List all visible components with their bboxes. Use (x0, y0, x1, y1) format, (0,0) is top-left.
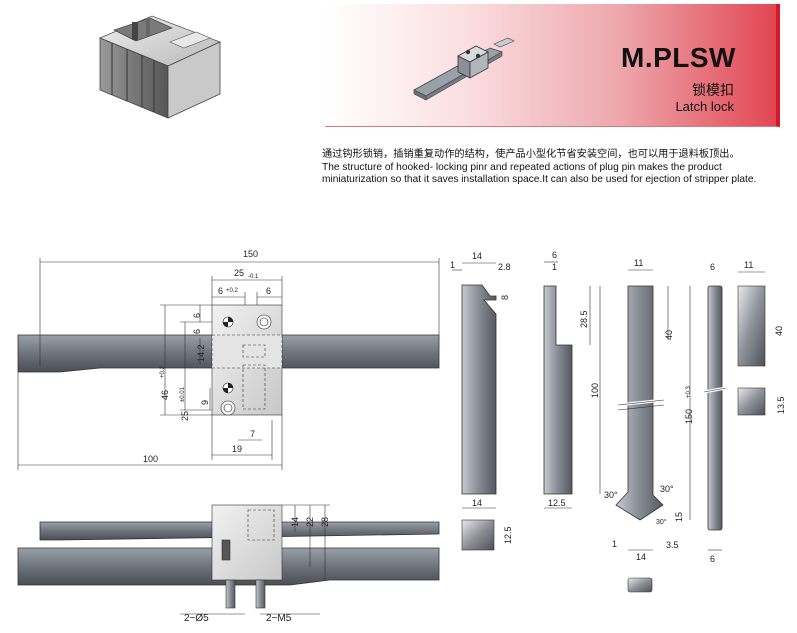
hook-side-view: 14 1 2.8 8 14 12.5 (450, 251, 513, 551)
dim-14-bottom: 14 (472, 498, 482, 508)
dim-25b-tol: ±0.01 (180, 386, 186, 402)
dim-1: 1 (450, 260, 455, 270)
technical-drawing: 150 25 -0.1 6 +0.2 6 6 6 14.2 46 +0.2 25… (17, 249, 786, 624)
product-banner: M.PLSW 锁模扣 Latch lock (325, 4, 780, 127)
mold-assembly-illustration (98, 15, 222, 119)
dim-pin-100: 100 (590, 383, 600, 398)
dim-block-40: 40 (774, 326, 784, 336)
dim-2-m5: 2−M5 (266, 613, 292, 624)
description: 通过钩形锁销，插销重复动作的结构，使产品小型化节省安装空间，也可以用于退料板顶出… (322, 149, 782, 187)
dim-pin-6: 6 (552, 250, 557, 260)
product-name-cn: 锁模扣 (692, 82, 734, 98)
dim-pin-12-5: 12.5 (548, 498, 566, 508)
plan-view: 150 25 -0.1 6 +0.2 6 6 6 14.2 46 +0.2 25… (17, 249, 440, 470)
dim-angle-30a: 30° (604, 490, 618, 500)
dim-25b: 25 (180, 411, 190, 421)
dim-6d: 6 (192, 329, 202, 334)
dim-angle-30c: 30° (656, 518, 667, 526)
dim-14-2: 14.2 (196, 344, 206, 362)
product-code: M.PLSW (621, 42, 736, 73)
dim-46-tol: +0.2 (160, 365, 166, 378)
dim-block-11: 11 (744, 260, 753, 270)
dim-latch-14: 14 (636, 552, 646, 562)
dim-6a-tol: +0.2 (226, 288, 239, 294)
dim-28-5: 28.5 (579, 310, 589, 328)
dim-19: 19 (232, 444, 242, 454)
dim-6c: 6 (192, 313, 202, 318)
dim-12-5: 12.5 (503, 526, 513, 544)
dim-latch-40: 40 (664, 330, 674, 340)
latch-lock-illustration (413, 37, 515, 101)
dim-2-d5: 2−Ø5 (184, 613, 209, 624)
dim-rod-6: 6 (710, 262, 715, 272)
dim-6a: 6 (218, 286, 223, 296)
dim-front-14: 14 (290, 517, 300, 527)
dim-rod-6b: 6 (710, 554, 715, 564)
dim-block-13-5: 13.5 (776, 396, 786, 414)
dim-150: 150 (243, 249, 258, 259)
dim-angle-30b: 30° (660, 484, 674, 494)
dim-6b: 6 (266, 286, 271, 296)
dim-latch-150: 150 (684, 409, 694, 424)
rod-side-view: 6 6 (703, 262, 727, 564)
dim-front-22: 22 (305, 517, 315, 527)
dim-front-28: 28 (320, 517, 330, 527)
dim-latch-3-5: 3.5 (666, 540, 679, 550)
latch-front-view: 11 40 150 +0.3 30° 30° 30° 15 1 14 3.5 (604, 258, 694, 593)
description-en: The structure of hooked- locking pinr an… (322, 161, 757, 186)
front-view: 14 22 28 2−Ø5 2−M5 (17, 504, 440, 624)
dim-25-tol: -0.1 (248, 274, 259, 280)
dim-100: 100 (143, 454, 158, 464)
description-cn: 通过钩形锁销，插销重复动作的结构，使产品小型化节省安装空间，也可以用于退料板顶出… (322, 149, 740, 160)
dim-46: 46 (160, 390, 170, 400)
dim-latch-150-tol: +0.3 (686, 385, 692, 398)
dim-14-top: 14 (472, 251, 482, 261)
dim-pin-1: 1 (552, 262, 557, 272)
dim-2-8: 2.8 (498, 262, 511, 272)
dim-latch-11: 11 (634, 258, 643, 268)
pin-side-view: 6 1 28.5 100 12.5 (543, 250, 601, 509)
dim-9: 9 (200, 400, 210, 405)
dim-latch-1: 1 (612, 539, 617, 549)
dim-25: 25 (234, 268, 244, 278)
dim-7: 7 (250, 429, 255, 439)
dim-latch-15: 15 (674, 512, 684, 522)
block-views: 11 40 13.5 (737, 260, 786, 416)
dim-8: 8 (500, 295, 510, 300)
product-name-en: Latch lock (675, 99, 734, 114)
